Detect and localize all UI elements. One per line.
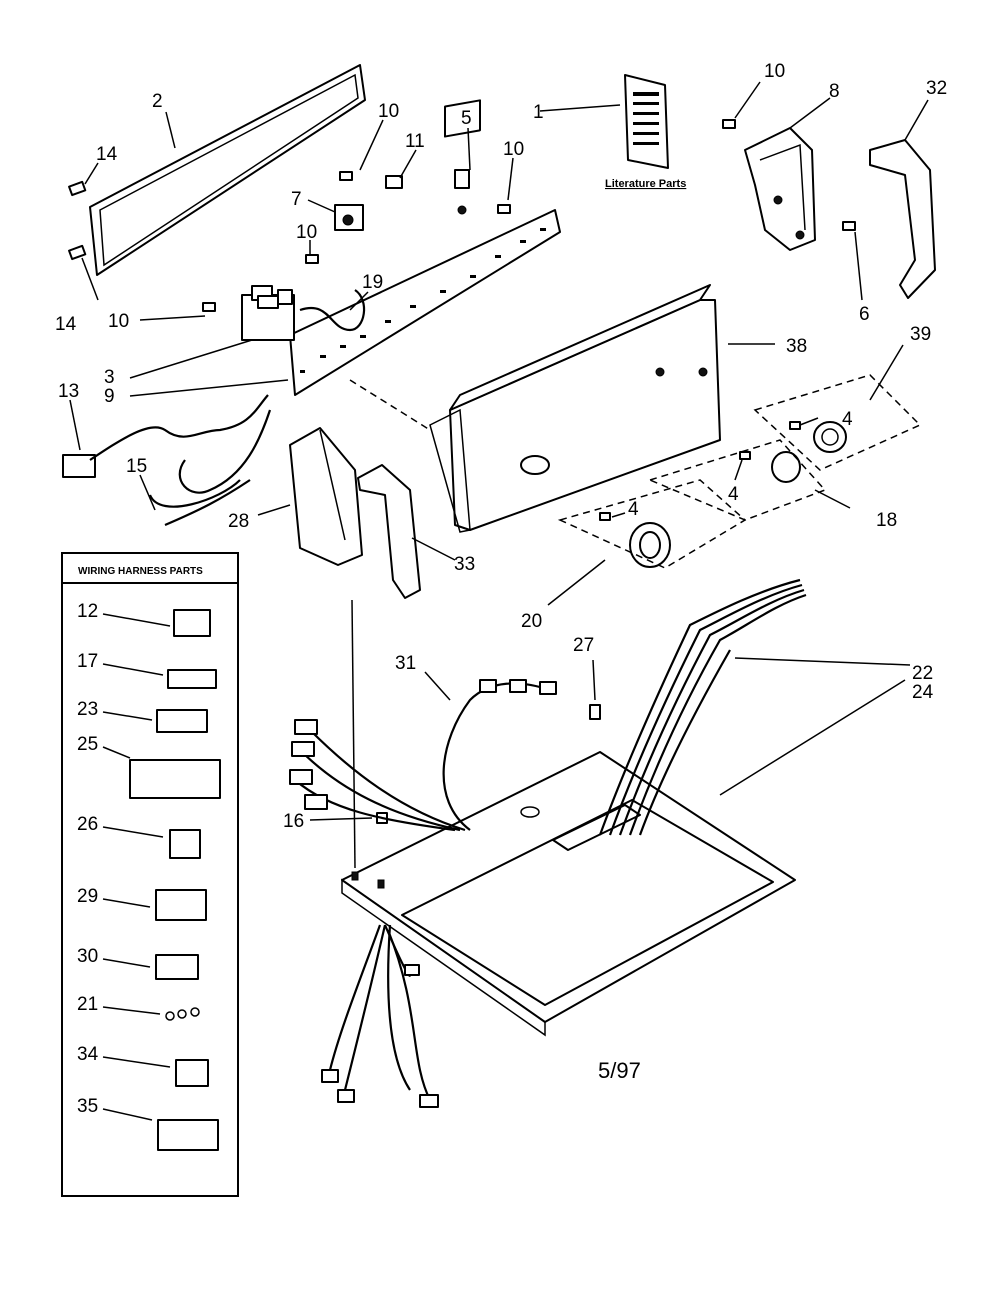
callout-11: 11 (405, 131, 425, 152)
bracket-part-8 (744, 127, 816, 251)
callout-2: 2 (152, 91, 163, 112)
screw-part-10-e (722, 119, 736, 129)
callout-16: 16 (283, 811, 304, 832)
control-panel-part (289, 209, 561, 396)
wire-harness-part-22 (598, 578, 807, 836)
screw-part-10-c (305, 254, 319, 264)
screw-part-10-a (339, 171, 353, 181)
callout-5: 5 (461, 108, 472, 129)
revision-date: 5/97 (598, 1058, 641, 1083)
end-cap-part-28 (289, 427, 363, 566)
callout-6: 6 (859, 304, 870, 325)
callout-21: 21 (77, 994, 98, 1015)
callout-30: 30 (77, 946, 98, 967)
callout-8: 8 (829, 81, 840, 102)
callout-4-c: 4 (842, 409, 853, 430)
callout-10-d: 10 (108, 311, 129, 332)
callout-3: 3 (104, 367, 115, 388)
callout-10-a: 10 (378, 101, 399, 122)
callout-27: 27 (573, 635, 594, 656)
switch-part-5 (444, 99, 481, 215)
callout-4-a: 4 (628, 499, 639, 520)
callout-31: 31 (395, 653, 416, 674)
back-panel-part (89, 64, 366, 276)
callout-22: 22 (912, 663, 933, 684)
callout-12: 12 (77, 601, 98, 622)
callout-33: 33 (454, 554, 475, 575)
callout-10-c: 10 (296, 222, 317, 243)
harness-box-title: WIRING HARNESS PARTS (78, 566, 203, 577)
callout-15: 15 (126, 456, 147, 477)
timer-part-3 (241, 285, 295, 341)
screw-part-10-d (202, 302, 216, 312)
clip-part-11 (385, 175, 403, 189)
callout-34: 34 (77, 1044, 99, 1065)
trim-part-33 (357, 464, 421, 599)
callout-29: 29 (77, 886, 98, 907)
knob-part-18 (771, 451, 801, 483)
callout-25: 25 (77, 734, 98, 755)
spring-parts-4 (599, 421, 801, 521)
top-cover-part (341, 599, 796, 1037)
callout-38: 38 (786, 336, 807, 357)
callout-24: 24 (912, 682, 934, 703)
callout-17: 17 (77, 651, 98, 672)
switch-part-7 (334, 204, 364, 231)
callout-23: 23 (77, 699, 98, 720)
screw-part-14-lower (68, 244, 87, 261)
screw-part-27 (589, 704, 601, 720)
literature-parts-label: Literature Parts (605, 178, 686, 190)
wire-harness-part-13 (62, 295, 279, 494)
screw-part-10-b (497, 204, 511, 214)
end-cap-part-32 (869, 139, 936, 299)
callout-18: 18 (876, 510, 897, 531)
wire-harness-part-15 (148, 479, 251, 527)
knob-part-39 (813, 421, 847, 453)
callout-20: 20 (521, 611, 542, 632)
wiring-harness-parts-box: WIRING HARNESS PARTS 12 17 23 25 26 29 3… (61, 552, 239, 1197)
callout-9: 9 (104, 386, 115, 407)
wire-part-19 (299, 289, 366, 332)
literature-part: Literature Parts (605, 74, 686, 190)
callout-28: 28 (228, 511, 249, 532)
callout-13: 13 (58, 381, 79, 402)
lower-wire-harness (321, 924, 439, 1108)
callout-4-b: 4 (728, 484, 739, 505)
callout-32: 32 (926, 78, 947, 99)
callout-35: 35 (77, 1096, 98, 1117)
console-housing-part (349, 224, 721, 533)
callout-19: 19 (362, 272, 383, 293)
screw-part-14-upper (68, 180, 87, 197)
callout-1: 1 (533, 102, 544, 123)
callout-10-e: 10 (764, 61, 785, 82)
callout-26: 26 (77, 814, 98, 835)
wire-harness-part-31 (289, 679, 557, 832)
callout-14-a: 14 (96, 144, 118, 165)
callout-10-b: 10 (503, 139, 524, 160)
knob-dashed-guides (557, 374, 922, 569)
callout-39: 39 (910, 324, 931, 345)
callout-14-b: 14 (55, 314, 77, 335)
leader-lines (69, 81, 929, 821)
callout-7: 7 (291, 189, 302, 210)
callout-labels: 1 2 3 4 4 4 5 6 7 8 9 10 10 10 10 10 11 … (55, 61, 947, 832)
screw-part-6 (842, 221, 856, 231)
